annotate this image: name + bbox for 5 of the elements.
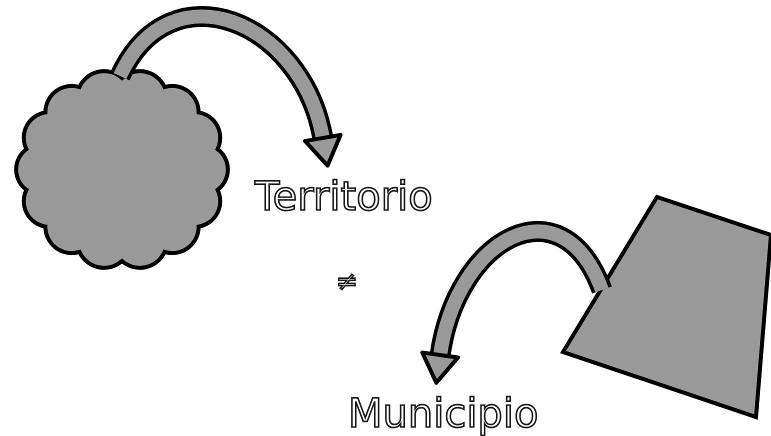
not-equal-sign: ≠	[336, 268, 358, 297]
curved-arrow	[420, 222, 612, 384]
word-label: Territorio	[255, 175, 434, 219]
curved-arrow	[110, 6, 342, 168]
word-label: Municipio	[348, 392, 540, 436]
